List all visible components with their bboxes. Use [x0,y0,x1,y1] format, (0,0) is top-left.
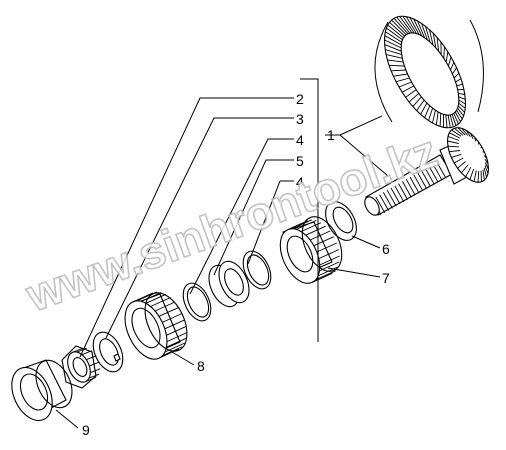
part-8-bearing [124,291,188,360]
callout-4-upper: 4 [296,132,304,148]
callout-8: 8 [197,358,205,374]
ring-gear [374,15,484,129]
part-4-upper-ring [182,282,212,322]
part-5-cup [208,260,250,308]
part-6-ring [325,201,357,241]
leader-lines [55,78,389,429]
part-9-cover [11,359,73,422]
part-4-lower-ring [242,250,272,290]
part-7-bearing [279,216,343,284]
callout-9: 9 [82,422,90,438]
callout-7: 7 [382,270,390,286]
callout-5: 5 [296,153,304,169]
part-3-washer [92,331,124,373]
callout-2: 2 [296,91,304,107]
pinion-shaft [364,127,489,216]
callout-3: 3 [296,111,304,127]
callout-6: 6 [382,241,390,257]
callout-1: 1 [327,127,335,143]
callout-labels: 2 3 4 5 4 1 6 7 8 9 [82,91,390,438]
part-2-nut [61,345,101,389]
callout-4-lower: 4 [296,174,304,190]
